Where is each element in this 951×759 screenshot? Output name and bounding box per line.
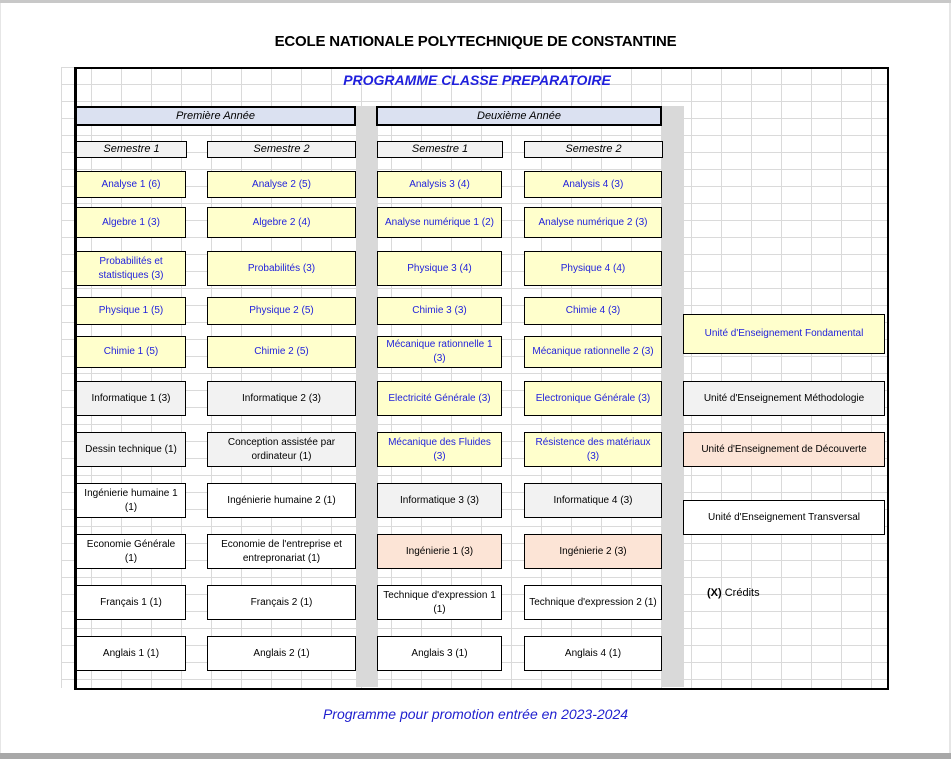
credits-marker: (X) [707,587,722,599]
year-header-premiere: Première Année [75,106,356,126]
course-cell: Algebre 2 (4) [207,207,356,238]
course-cell: Informatique 1 (3) [76,381,186,416]
course-cell: Ingénierie 1 (3) [377,534,502,569]
window-left-border [0,3,1,753]
course-cell: Mécanique rationnelle 1 (3) [377,336,502,368]
course-cell: Ingénierie humaine 2 (1) [207,483,356,518]
course-cell: Analyse 2 (5) [207,171,356,198]
course-cell: Informatique 3 (3) [377,483,502,518]
window-top-border [0,0,951,3]
legend-transversal: Unité d'Enseignement Transversal [683,500,885,535]
window-bottom-border [0,753,951,759]
legend-credits: (X) Crédits [707,587,760,599]
programme-title: PROGRAMME CLASSE PREPARATOIRE [343,72,611,88]
spreadsheet-grid [61,67,887,688]
course-cell: Chimie 4 (3) [524,297,662,325]
course-cell: Mécanique rationnelle 2 (3) [524,336,662,368]
course-cell: Anglais 2 (1) [207,636,356,671]
course-cell: Ingénierie 2 (3) [524,534,662,569]
course-cell: Physique 1 (5) [76,297,186,325]
course-cell: Physique 2 (5) [207,297,356,325]
semester-header-y1-s1: Semestre 1 [76,141,187,158]
course-cell: Chimie 3 (3) [377,297,502,325]
course-cell: Informatique 4 (3) [524,483,662,518]
course-cell: Ingénierie humaine 1 (1) [76,483,186,518]
course-cell: Anglais 1 (1) [76,636,186,671]
footer-note: Programme pour promotion entrée en 2023-… [322,706,629,722]
credits-label: Crédits [724,587,760,599]
course-cell: Chimie 2 (5) [207,336,356,368]
course-cell: Mécanique des Fluides (3) [377,432,502,467]
document-title: ECOLE NATIONALE POLYTECHNIQUE DE CONSTAN… [274,33,677,50]
course-cell: Analyse 1 (6) [76,171,186,198]
course-cell: Conception assistée par ordinateur (1) [207,432,356,467]
course-cell: Economie de l'entreprise et entrepronari… [207,534,356,569]
course-cell: Analysis 4 (3) [524,171,662,198]
course-cell: Electronique Générale (3) [524,381,662,416]
course-cell: Français 1 (1) [76,585,186,620]
course-cell: Physique 3 (4) [377,251,502,286]
course-cell: Technique d'expression 2 (1) [524,585,662,620]
year-header-deuxieme: Deuxième Année [376,106,662,126]
semester-header-y2-s1: Semestre 1 [377,141,503,158]
course-cell: Analyse numérique 2 (3) [524,207,662,238]
year-separator-column [356,106,378,687]
course-cell: Economie Générale (1) [76,534,186,569]
legend-fondamental: Unité d'Enseignement Fondamental [683,314,885,354]
course-cell: Anglais 3 (1) [377,636,502,671]
course-cell: Chimie 1 (5) [76,336,186,368]
semester-header-y1-s2: Semestre 2 [207,141,356,158]
window-right-border [949,3,951,753]
semester-header-y2-s2: Semestre 2 [524,141,663,158]
course-cell: Anglais 4 (1) [524,636,662,671]
legend-decouverte: Unité d'Enseignement de Découverte [683,432,885,467]
course-cell: Probabilités et statistiques (3) [76,251,186,286]
course-cell: Résistence des matériaux (3) [524,432,662,467]
course-cell: Electricité Générale (3) [377,381,502,416]
course-cell: Technique d'expression 1 (1) [377,585,502,620]
legend-separator-column [662,106,684,687]
course-cell: Français 2 (1) [207,585,356,620]
course-cell: Algebre 1 (3) [76,207,186,238]
course-cell: Probabilités (3) [207,251,356,286]
course-cell: Analysis 3 (4) [377,171,502,198]
course-cell: Dessin technique (1) [76,432,186,467]
course-cell: Physique 4 (4) [524,251,662,286]
course-cell: Informatique 2 (3) [207,381,356,416]
course-cell: Analyse numérique 1 (2) [377,207,502,238]
legend-methodologie: Unité d'Enseignement Méthodologie [683,381,885,416]
